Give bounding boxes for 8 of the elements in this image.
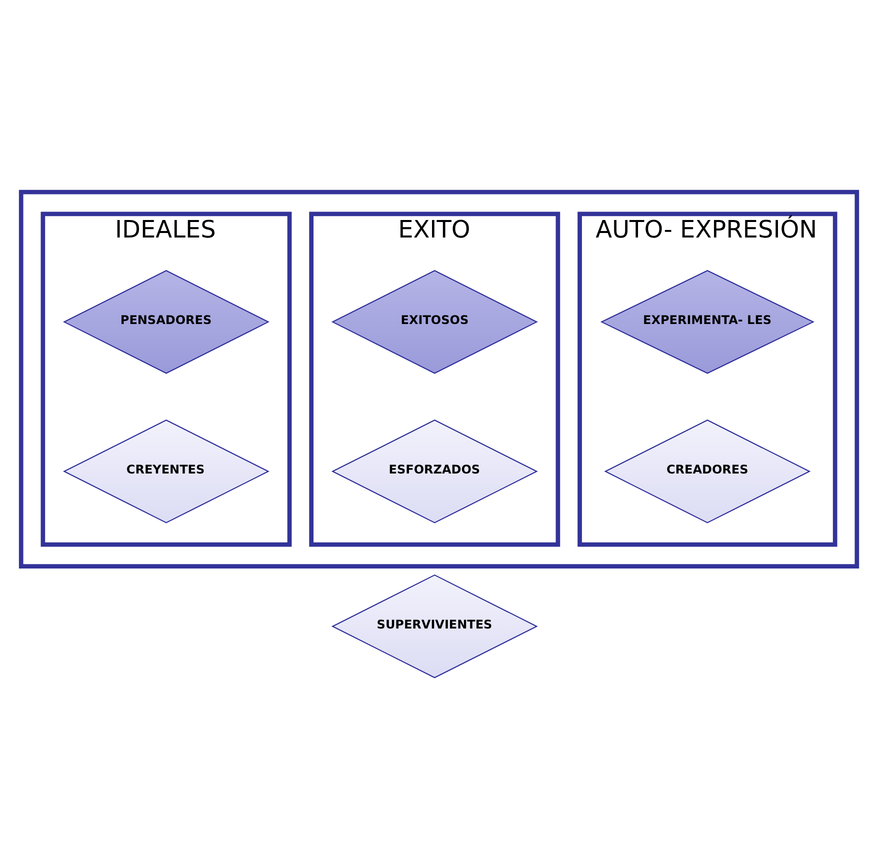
node-diamond: EXITOSOS: [331, 270, 538, 374]
node-diamond: ESFORZADOS: [331, 419, 538, 523]
node-diamond: PENSADORES: [63, 270, 270, 374]
node-diamond: CREADORES: [604, 419, 811, 523]
node-diamond: CREYENTES: [63, 419, 270, 523]
node-diamond: SUPERVIVIENTES: [331, 574, 538, 678]
cluster: [18, 189, 860, 568]
node-diamond: EXPERIMENTA- LES: [600, 270, 814, 374]
